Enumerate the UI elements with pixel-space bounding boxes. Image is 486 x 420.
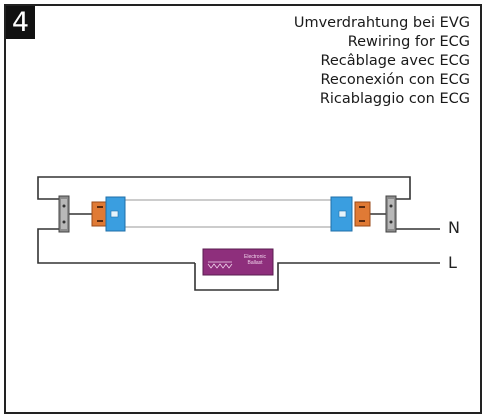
title-block: Umverdrahtung bei EVG Rewiring for ECG R… [294, 14, 470, 109]
ballast-label-line1: Electronic [244, 254, 266, 260]
right-lamp-holder [385, 195, 397, 233]
terminal-n-label: N [448, 218, 460, 237]
title-french: Recâblage avec ECG [320, 53, 470, 69]
top-wire [37, 176, 411, 200]
title-italian: Ricablaggio con ECG [319, 91, 470, 107]
step-number-badge: 4 [6, 6, 35, 39]
wiring-lines [37, 176, 440, 291]
ballast-label: Electronic Ballast [238, 254, 272, 266]
right-dummy-cap [354, 201, 371, 227]
ballast-label-line2: Ballast [247, 260, 263, 266]
left-short-wire [37, 228, 195, 264]
fluorescent-tube [105, 196, 353, 232]
title-spanish: Reconexión con ECG [320, 72, 471, 88]
terminal-l-label: L [448, 253, 457, 272]
ballast-symbol-icon [207, 261, 233, 269]
electronic-ballast [202, 248, 274, 276]
ballast-loop-wire [194, 262, 440, 291]
left-lamp-holder [58, 195, 70, 233]
title-german: Umverdrahtung bei EVG [293, 15, 470, 31]
title-english: Rewiring for ECG [347, 34, 470, 50]
instruction-panel: 4 Umverdrahtung bei EVG Rewiring for ECG… [4, 4, 482, 414]
